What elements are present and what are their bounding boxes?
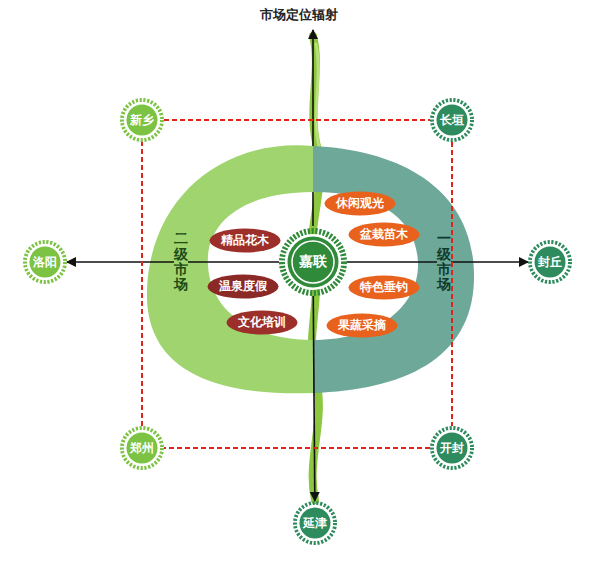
node-label: 洛阳 bbox=[33, 254, 57, 271]
city-circle: 新乡 bbox=[120, 98, 164, 142]
node-label: 二级市场 bbox=[174, 229, 188, 295]
dashed-link bbox=[451, 142, 453, 426]
dashed-link bbox=[164, 119, 430, 121]
service-ellipse: 特色垂钓 bbox=[348, 275, 420, 300]
node-label: 延津 bbox=[303, 515, 327, 532]
node-label: 温泉度假 bbox=[219, 278, 267, 295]
city-circle: 封丘 bbox=[528, 240, 572, 284]
radiation-arrow bbox=[347, 261, 528, 263]
node-label: 果蔬采摘 bbox=[338, 317, 386, 334]
service-ellipse: 休闲观光 bbox=[324, 191, 396, 216]
diagram-title: 市场定位辐射 bbox=[0, 6, 597, 24]
radiation-arrow bbox=[67, 261, 279, 263]
city-circle: 开封 bbox=[430, 426, 474, 470]
service-ellipse: 温泉度假 bbox=[207, 274, 279, 299]
node-label: 特色垂钓 bbox=[360, 279, 408, 296]
city-circle: 延津 bbox=[293, 501, 337, 545]
service-ellipse: 精品花木 bbox=[209, 228, 281, 253]
leaf-stem-highlight bbox=[316, 44, 320, 150]
node-label: 嘉联 bbox=[299, 253, 327, 271]
service-ellipse: 盆栽苗木 bbox=[348, 222, 420, 247]
node-label: 开封 bbox=[440, 440, 464, 457]
service-ellipse: 果蔬采摘 bbox=[326, 313, 398, 338]
dashed-link bbox=[141, 142, 143, 426]
dashed-link bbox=[164, 447, 430, 449]
node-label: 封丘 bbox=[538, 254, 562, 271]
city-circle: 郑州 bbox=[120, 426, 164, 470]
node-label: 新乡 bbox=[130, 112, 154, 129]
city-circle: 长垣 bbox=[430, 98, 474, 142]
node-label: 精品花木 bbox=[221, 232, 269, 249]
node-label: 一级市场 bbox=[437, 229, 451, 295]
service-ellipse: 文化培训 bbox=[226, 310, 298, 335]
up-arrow bbox=[312, 30, 314, 226]
node-label: 休闲观光 bbox=[336, 195, 384, 212]
node-label: 郑州 bbox=[130, 440, 154, 457]
node-label: 长垣 bbox=[440, 112, 464, 129]
center-hub: 嘉联 bbox=[279, 228, 347, 296]
node-label: 盆栽苗木 bbox=[360, 226, 408, 243]
radiation-arrow bbox=[313, 296, 315, 501]
node-label: 文化培训 bbox=[238, 314, 286, 331]
city-circle: 洛阳 bbox=[23, 240, 67, 284]
